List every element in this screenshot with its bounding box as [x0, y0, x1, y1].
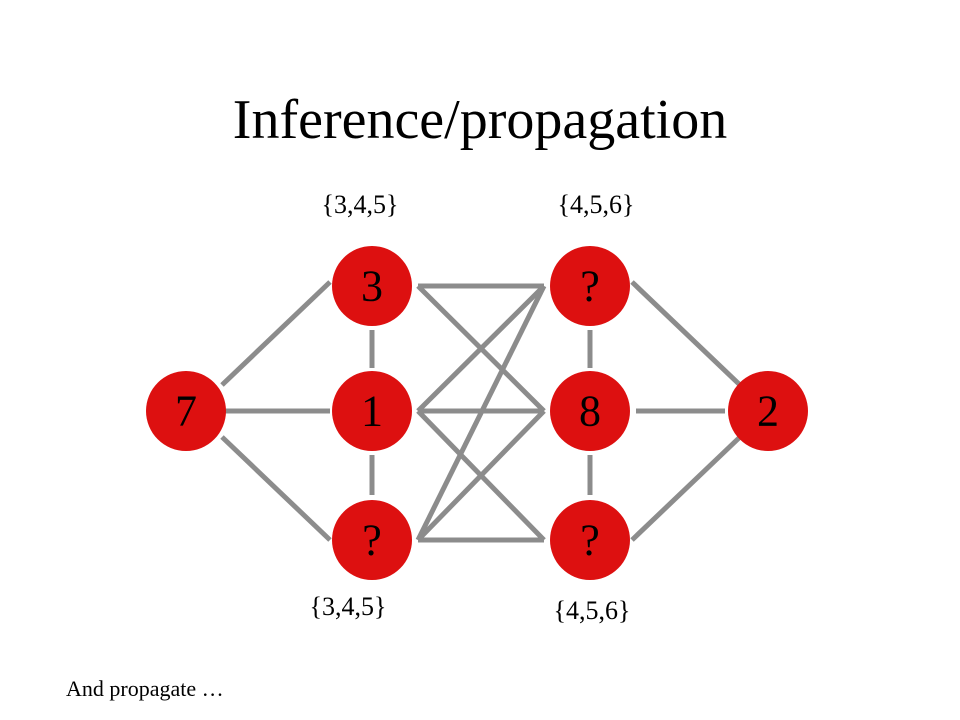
- edge-left-a-bot: [220, 435, 332, 542]
- edge-a-bot-b-top: [415, 284, 547, 542]
- node-a-mid: 1: [332, 371, 412, 451]
- edges: [220, 280, 742, 543]
- slide-title: Inference/propagation: [232, 89, 728, 151]
- node-left: 7: [146, 371, 226, 451]
- node-b-bot-label: ?: [580, 516, 600, 565]
- node-a-top: 3: [332, 246, 412, 326]
- node-b-mid: 8: [550, 371, 630, 451]
- node-a-bot-label: ?: [362, 516, 382, 565]
- footer-note: And propagate …: [66, 676, 224, 701]
- node-b-top-label: ?: [580, 262, 600, 311]
- node-b-mid-label: 8: [579, 387, 601, 436]
- domain-label-top-right: {4,5,6}: [557, 190, 635, 219]
- node-b-top: ?: [550, 246, 630, 326]
- edge-left-a-top: [220, 280, 332, 387]
- edge-a-bot-b-mid: [416, 409, 546, 542]
- edge-b-bot-right: [630, 435, 742, 542]
- node-right-label: 2: [757, 387, 779, 436]
- domain-label-bottom-left: {3,4,5}: [309, 592, 387, 621]
- node-b-bot: ?: [550, 500, 630, 580]
- nodes: 7 3 1 ? ? 8 ? 2: [146, 246, 808, 580]
- node-left-label: 7: [175, 387, 197, 436]
- node-right: 2: [728, 371, 808, 451]
- edge-b-top-right: [630, 280, 742, 387]
- node-a-top-label: 3: [361, 262, 383, 311]
- edge-a-mid-b-top: [416, 284, 546, 413]
- node-a-bot: ?: [332, 500, 412, 580]
- domain-label-top-left: {3,4,5}: [321, 190, 399, 219]
- domain-label-bottom-right: {4,5,6}: [553, 596, 631, 625]
- node-a-mid-label: 1: [361, 387, 383, 436]
